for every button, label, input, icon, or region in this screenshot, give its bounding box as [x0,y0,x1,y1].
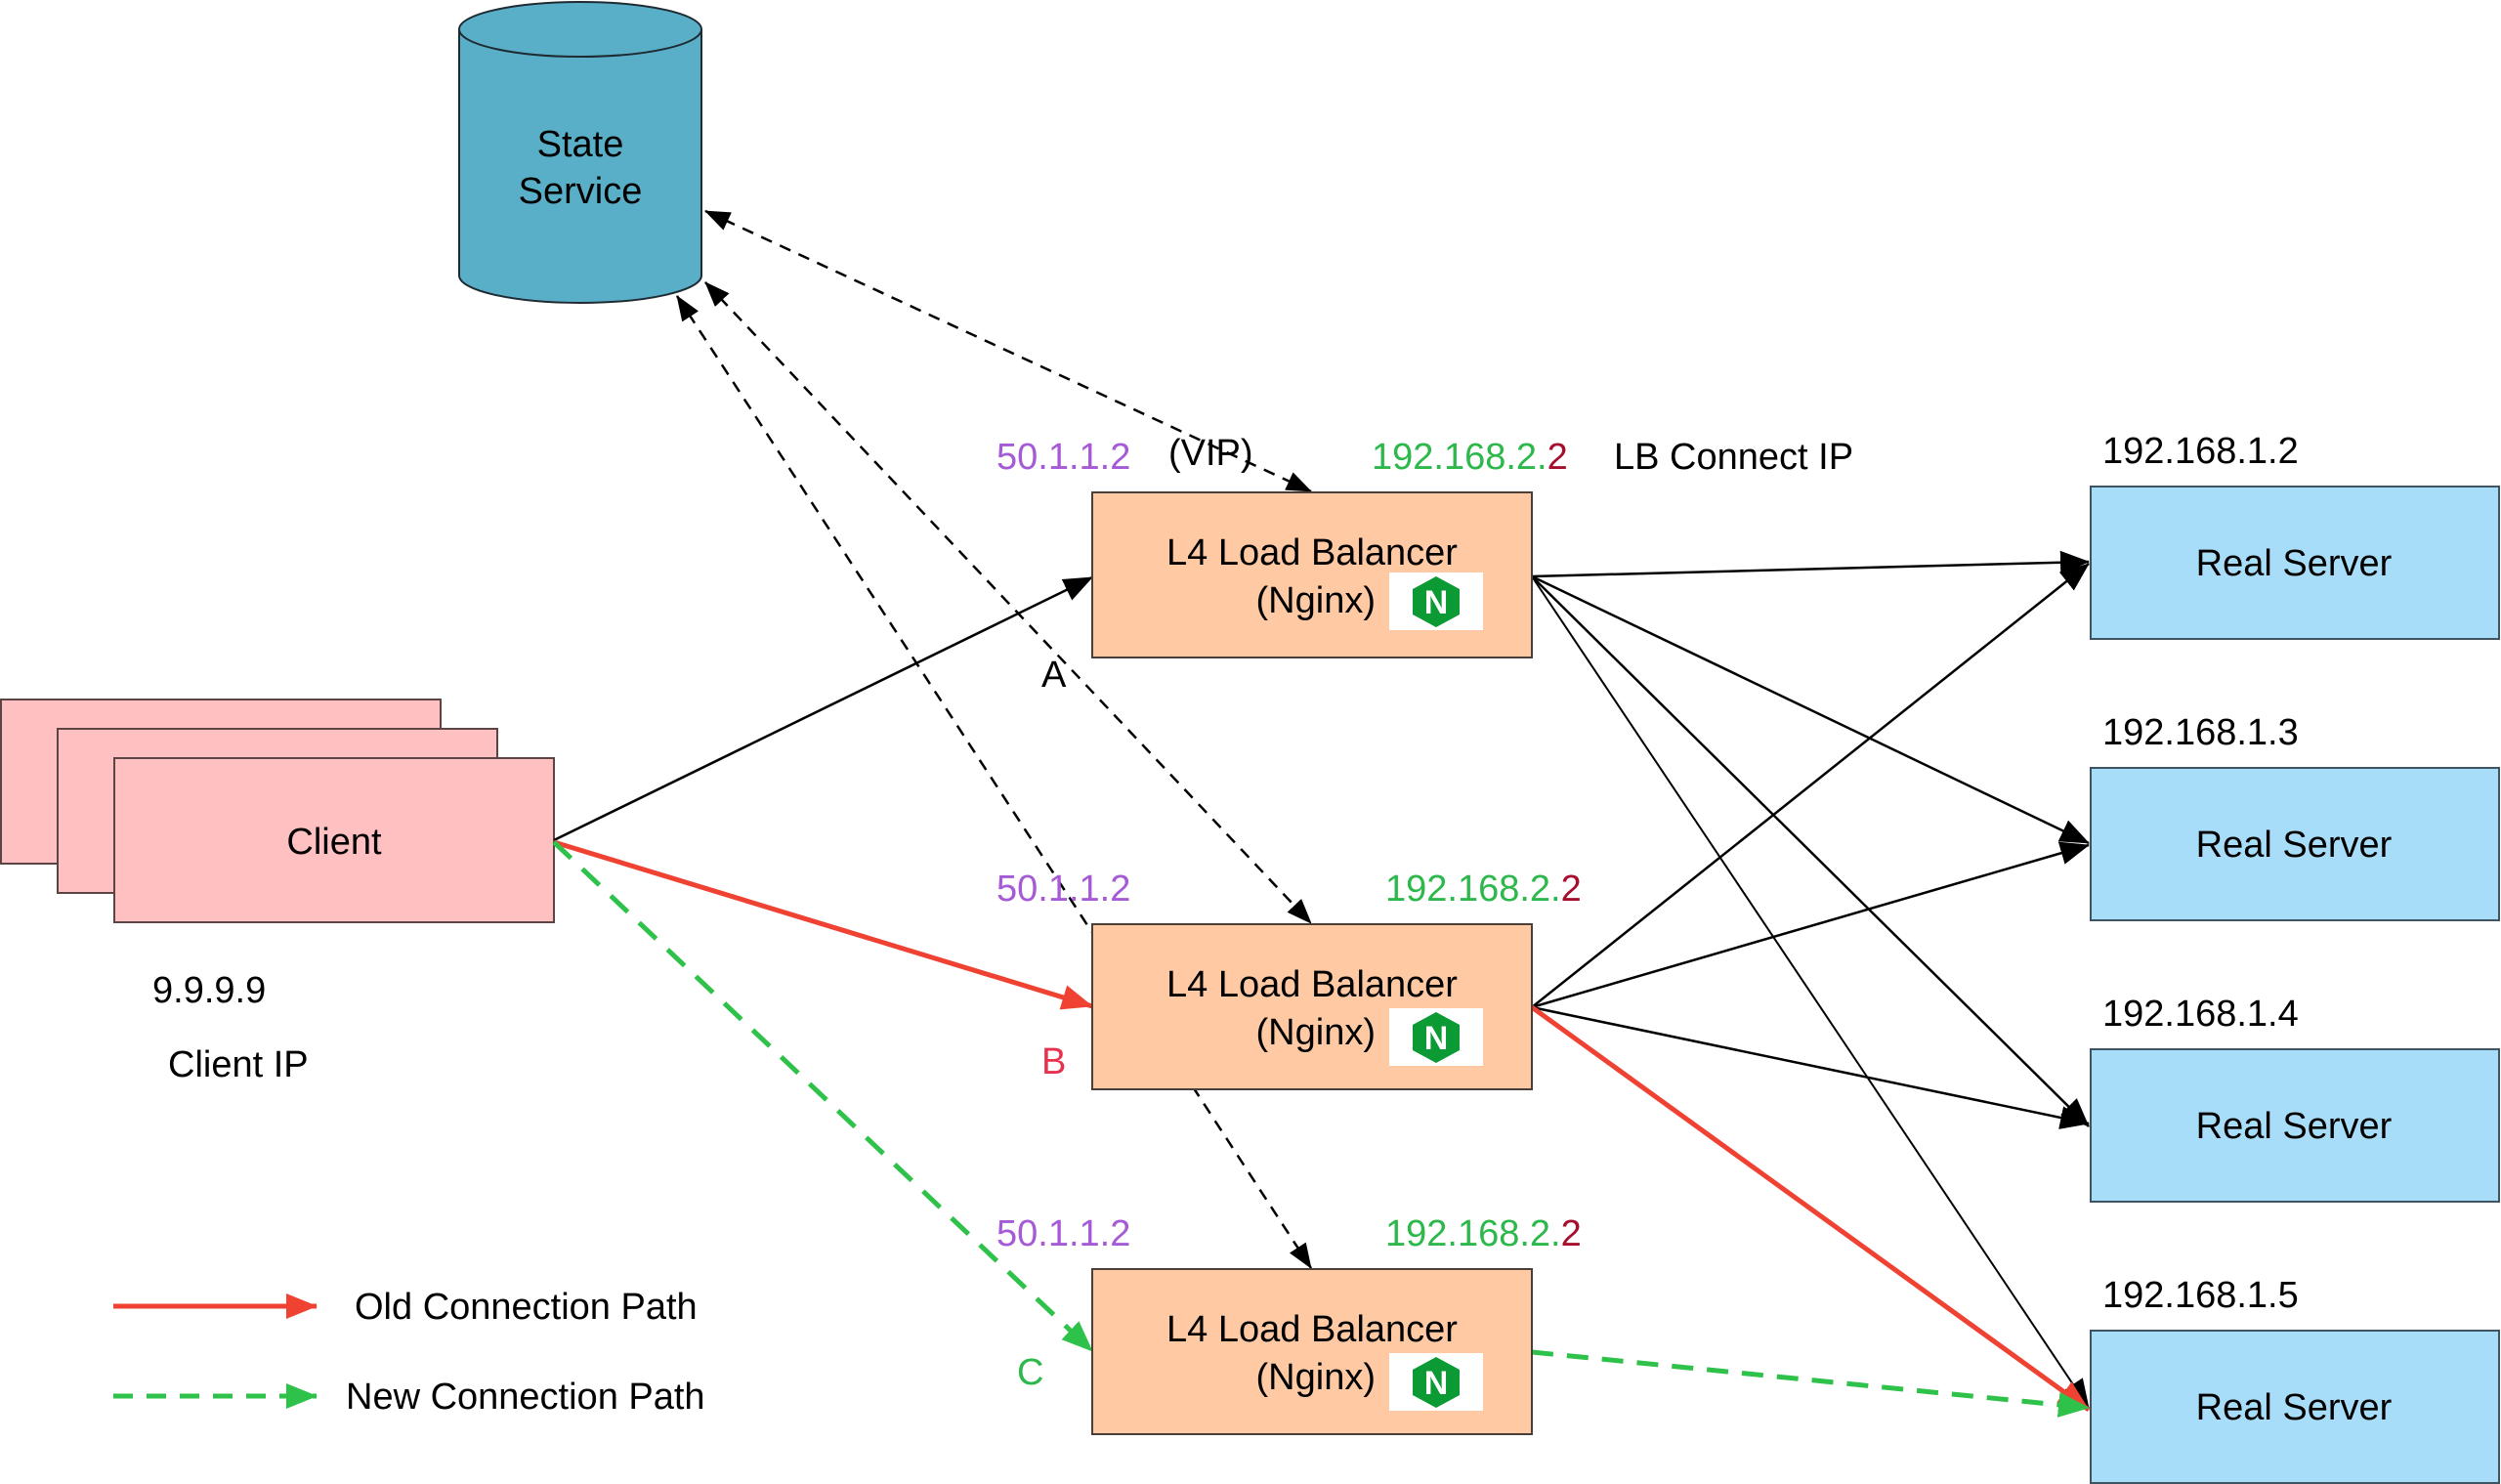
path-letter-c: C [1017,1352,1043,1393]
link-lb1-server3 [1531,575,2090,1127]
legend: Old Connection Path New Connection Path [113,1287,705,1418]
path-letter-b: B [1041,1041,1066,1082]
lb1-vip: 50.1.1.2 [996,437,1130,478]
lb3-subtitle: (Nginx) [1256,1357,1376,1398]
link-lb2-server4-old [1530,1004,2091,1413]
nginx-icon: N [1389,1353,1483,1411]
real-server-2[interactable]: Real Server [2090,767,2500,921]
link-lb3-server4-new [1531,1349,2090,1418]
svg-text:N: N [1424,1020,1449,1057]
lb2-subtitle: (Nginx) [1256,1012,1376,1053]
link-lb1-server1 [1531,550,2090,578]
server1-label: Real Server [2196,543,2393,584]
client-ip-caption: Client IP [168,1044,309,1085]
server3-label: Real Server [2196,1106,2393,1147]
server1-ip: 192.168.1.2 [2102,431,2299,472]
link-client-lb1 [553,575,1093,842]
state-service-body [458,29,702,304]
load-balancer-1[interactable]: L4 Load Balancer (Nginx) N [1091,491,1533,658]
link-lb2-server3 [1531,1005,2090,1129]
state-service-label-1: State [537,124,624,165]
lb2-vip: 50.1.1.2 [996,869,1130,910]
real-server-4[interactable]: Real Server [2090,1330,2500,1484]
state-service-top [458,1,702,58]
path-letter-a: A [1041,655,1067,696]
nginx-icon: N [1389,572,1483,630]
link-lb2-server1 [1531,563,2090,1008]
real-server-1[interactable]: Real Server [2090,486,2500,640]
client-card-front [113,757,555,923]
real-server-3[interactable]: Real Server [2090,1048,2500,1203]
lb1-subtitle: (Nginx) [1256,580,1376,621]
server4-ip: 192.168.1.5 [2102,1275,2299,1316]
svg-text:N: N [1424,1365,1449,1402]
lb1-title: L4 Load Balancer [1166,532,1458,573]
state-service-node[interactable]: State Service [458,1,702,304]
sync-state-lb3 [675,295,1313,1269]
server4-label: Real Server [2196,1387,2393,1428]
lb2-title: L4 Load Balancer [1166,964,1458,1005]
lb3-title: L4 Load Balancer [1166,1309,1458,1350]
server2-label: Real Server [2196,825,2393,866]
lb2-connect-ip: 192.168.2.2 [1385,869,1582,910]
lb3-box [1091,1268,1533,1435]
legend-old-path-label: Old Connection Path [355,1287,698,1328]
lb3-vip: 50.1.1.2 [996,1213,1130,1254]
server2-box [2090,767,2500,921]
server4-box [2090,1330,2500,1484]
state-service-label-2: Service [519,171,643,212]
client-ip: 9.9.9.9 [152,970,266,1011]
legend-new-path-label: New Connection Path [346,1377,705,1418]
link-lb2-server2 [1531,841,2090,1009]
server1-box [2090,486,2500,640]
lb1-connect-ip: 192.168.2.2 [1372,437,1568,478]
lb1-server-links [1531,550,2090,1409]
server2-ip: 192.168.1.3 [2102,712,2299,753]
client-label: Client [286,822,382,863]
nginx-icon: N [1389,1008,1483,1066]
load-balancer-3[interactable]: L4 Load Balancer (Nginx) N [1091,1268,1533,1435]
lb-connect-ip-caption: LB Connect IP [1614,437,1853,478]
load-balancer-2[interactable]: L4 Load Balancer (Nginx) N [1091,923,1533,1090]
link-lb1-server4 [1531,575,2090,1409]
lb1-vip-note: (VIP) [1168,433,1253,474]
client-node[interactable]: Client [0,699,555,923]
lb3-connect-ip: 192.168.2.2 [1385,1213,1582,1254]
link-client-lb3-new [552,840,1094,1353]
link-lb1-server2 [1531,574,2090,845]
server3-box [2090,1048,2500,1203]
server3-ip: 192.168.1.4 [2102,994,2299,1035]
link-client-lb2-old [553,839,1093,1010]
svg-text:N: N [1424,584,1449,621]
lb2-server-links [1530,563,2091,1413]
